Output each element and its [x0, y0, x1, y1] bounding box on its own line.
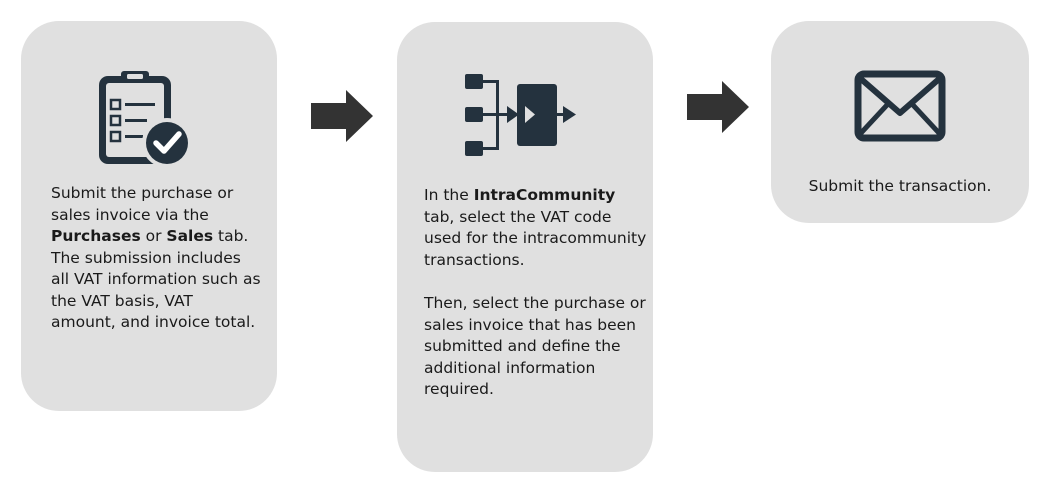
step-3-box: Submit the transaction.	[771, 21, 1029, 223]
envelope-icon	[853, 69, 947, 143]
arrow-right-icon	[687, 81, 749, 133]
purchases-tab-name: Purchases	[51, 227, 141, 245]
step-1-box: Submit the purchase or sales invoice via…	[21, 21, 277, 411]
sales-tab-name: Sales	[166, 227, 214, 245]
intracommunity-tab-name: IntraCommunity	[473, 186, 616, 204]
step-2-box: In the IntraCommunity tab, select the VA…	[397, 22, 653, 472]
step-3-description: Submit the transaction.	[808, 177, 992, 195]
checklist-checkmark-icon	[95, 69, 195, 169]
step-1-description: Submit the purchase or sales invoice via…	[51, 184, 261, 331]
arrow-right-icon	[311, 90, 373, 142]
step-2-description: In the IntraCommunity tab, select the VA…	[424, 186, 647, 398]
flow-merge-icon	[461, 70, 581, 160]
